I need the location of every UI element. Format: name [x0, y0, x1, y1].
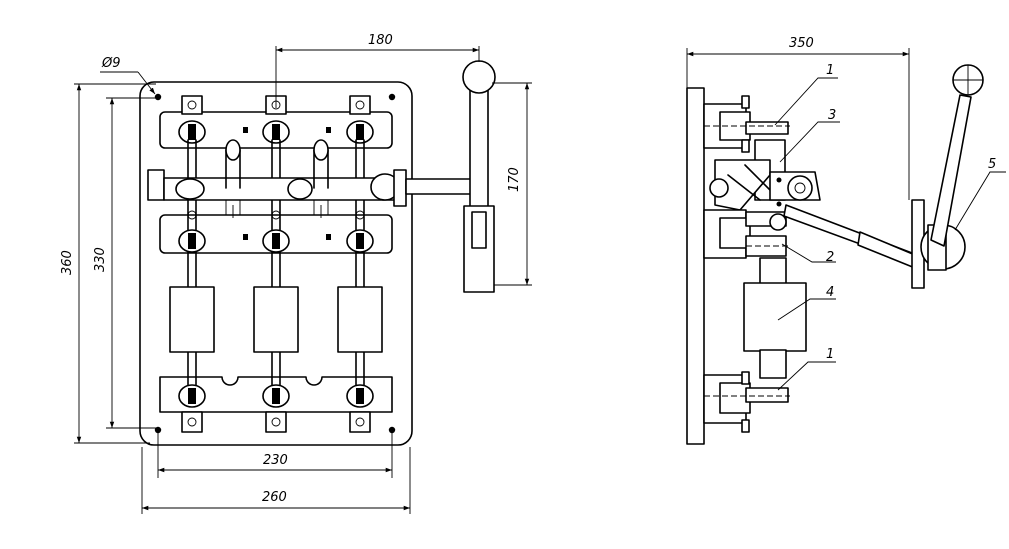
callout-5: 5: [988, 157, 996, 172]
operating-shaft: [147, 139, 407, 218]
side-linkage: [709, 139, 821, 211]
bottom-contact-block: [159, 376, 393, 433]
callout-1-lower: 1: [826, 347, 834, 362]
dim-hole-diameter: Ø9: [101, 56, 121, 71]
dim-handle-offset: 180: [368, 33, 393, 48]
front-view: 180 170 360 330 230 260 Ø9: [60, 33, 532, 514]
side-handle: [911, 64, 984, 289]
side-operating-rod: [783, 204, 916, 269]
middle-contact-block: [159, 210, 393, 254]
callout-1-upper: 1: [826, 63, 834, 78]
side-fuse: [743, 257, 807, 379]
side-upper-contact: [703, 95, 790, 153]
handle-assembly: [405, 60, 496, 293]
callout-4: 4: [826, 285, 834, 300]
side-dimensions: [686, 48, 910, 200]
dim-width-holes: 230: [263, 453, 288, 468]
side-base-plate: [686, 87, 705, 445]
dim-handle-height: 170: [507, 167, 522, 192]
dim-height-holes: 330: [93, 247, 108, 272]
top-contact-block: [159, 95, 393, 149]
dim-width-outer: 260: [262, 490, 287, 505]
dim-height-outer: 360: [60, 250, 75, 275]
callout-3: 3: [828, 108, 836, 123]
callout-leaders: [774, 77, 1006, 391]
callout-2: 2: [826, 250, 834, 265]
front-dimensions: [74, 46, 532, 514]
side-middle-contact: [703, 209, 790, 259]
side-lower-contact: [703, 371, 790, 433]
mounting-holes: [154, 93, 396, 434]
fuse-cartridges: [169, 286, 383, 353]
dim-depth: 350: [789, 36, 814, 51]
side-view: 350 1 3 5 2 4 1: [686, 36, 1006, 445]
